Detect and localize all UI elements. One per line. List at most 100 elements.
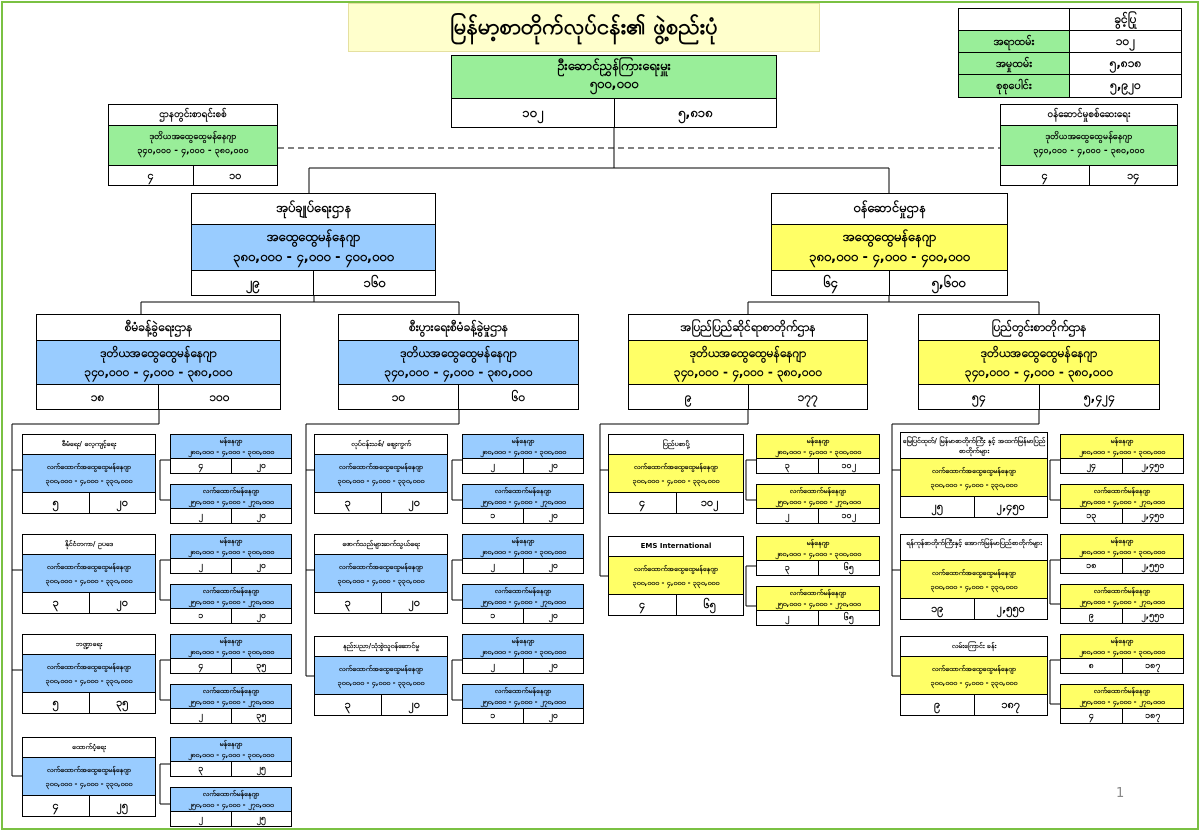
box-rank: လက်ထောက်အထွေထွေမန်နေဂျာ၃၀၀,၀၀၀ - ၄,၀၀၀ -…: [901, 459, 1047, 497]
box-rank: လက်ထောက်မန်နေဂျာ၂၅၀,၀၀၀ - ၄,၀၀၀ - ၂၇၀,၀၀…: [463, 585, 583, 609]
staff-count: ၂,၅၅၀: [1121, 559, 1184, 573]
staff-count: ၁၀: [192, 166, 278, 185]
box-rank: မန်နေဂျာ၂၈၀,၀၀၀ - ၄,၀၀၀ - ၃၀၀,၀၀၀: [171, 535, 291, 559]
box-rank: မန်နေဂျာ၂၈၀,၀၀၀ - ၄,၀၀၀ - ၃၀၀,၀၀၀: [463, 635, 583, 659]
box-title: ဝန်ဆောင်မှုဌာန: [772, 194, 1007, 225]
officer-count: ၅: [52, 696, 59, 709]
service-inspection-box: ဝန်ဆောင်မှုစစ်ဆေးရေး ဒုတိယအထွေထွေမန်နေဂျ…: [1000, 104, 1178, 186]
box-counts: ၁၈ ၂,၅၅၀: [1061, 559, 1184, 573]
box-rank: မန်နေဂျာ၂၈၀,၀၀၀ - ၄,၀၀၀ - ၃၀၀,၀၀၀: [171, 738, 291, 762]
box-salary: ၃၄၀,၀၀၀ - ၄,၀၀၀ - ၃၈၀,၀၀၀: [384, 365, 533, 379]
officer-count: ၄: [639, 496, 646, 509]
box-salary: ၃၀၀,၀၀၀ - ၄,၀၀၀ - ၃၃၀,၀၀၀: [632, 477, 720, 485]
staff-count: ၅,၄၂၄: [1038, 385, 1160, 409]
box-rank-title: လက်ထောက်မန်နေဂျာ: [202, 687, 260, 695]
box-salary: ၃၀၀,၀၀၀ - ၄,၀၀၀ - ၃၃၀,၀၀၀: [337, 577, 425, 585]
box-rank-title: လက်ထောက်မန်နေဂျာ: [202, 790, 260, 798]
box-rank-title: ဒုတိယအထွေထွေမန်နေဂျာ: [1045, 132, 1133, 142]
box-rank: မန်နေဂျာ၂၈၀,၀၀၀ - ၄,၀၀၀ - ၃၀၀,၀၀၀: [757, 435, 879, 459]
staff-count: ၅,၈၁၈: [613, 99, 777, 127]
box-salary: ၃၈၀,၀၀၀ - ၄,၀၀၀ - ၄၀၀,၀၀၀: [809, 250, 970, 265]
box-salary: ၃၄၀,၀၀၀ - ၄,၀၀၀ - ၃၈၀,၀၀၀: [673, 365, 823, 379]
head-office-box: ဦးဆောင်ညွှန်ကြားရေးမှူး ၅၀၀,၀၀၀ ၁၀၂ ၅,၈၁…: [451, 55, 777, 128]
head-office-header: ဦးဆောင်ညွှန်ကြားရေးမှူး ၅၀၀,၀၀၀: [452, 56, 776, 99]
box-rank-title: လက်ထောက်မန်နေဂျာ: [494, 487, 552, 495]
box-counts: ၁၀ ၆၀: [339, 385, 578, 409]
box-salary: ၂၈၀,၀၀၀ - ၄,၀၀၀ - ၃၀၀,၀၀၀: [774, 550, 862, 558]
staff-count: ၁၀၂: [817, 509, 880, 523]
staff-count: ၆၅: [675, 595, 744, 615]
box-counts: ၉ ၁၈၇: [901, 695, 1048, 715]
division-box: အပြည်ပြည်ဆိုင်ရာစာတိုက်ဌာန ဒုတိယအထွေထွေမ…: [628, 314, 868, 410]
box-salary: ၂၅၀,၀၀၀ - ၄,၀၀၀ - ၂၇၀,၀၀၀: [1079, 598, 1165, 606]
box-rank: မန်နေဂျာ၂၈၀,၀၀၀ - ၄,၀၀၀ - ၃၀၀,၀၀၀: [1061, 535, 1183, 559]
box-counts: ၃၆၅: [757, 561, 879, 575]
box-counts: ၂၂၀: [463, 659, 583, 673]
staff-count: ၁၀၀: [158, 385, 280, 409]
box-rank-title: လက်ထောက်အထွေထွေမန်နေဂျာ: [931, 569, 1017, 577]
box-rank-title: မန်နေဂျာ: [219, 740, 243, 748]
officer-count: ၁၈: [1086, 561, 1097, 571]
box-rank: မန်နေဂျာ၂၈၀,၀၀၀ - ၄,၀၀၀ - ၃၀၀,၀၀၀: [171, 635, 291, 659]
box-rank-title: မန်နေဂျာ: [1110, 437, 1134, 445]
box-rank-title: မန်နေဂျာ: [219, 437, 243, 445]
box-salary: ၂၈၀,၀၀၀ - ၄,၀၀၀ - ၃၀၀,၀၀၀: [187, 648, 275, 656]
box-counts: ၈၁၈၇: [1061, 659, 1183, 673]
box-title: ရန်ကုန်စာတိုက်ကြီးနှင့် အောက်မြန်မာပြည်စ…: [901, 535, 1047, 561]
box-title: နည်းပညာ/သုံးစွဲသူဝန်ဆောင်မှု: [315, 637, 447, 657]
division-box: စီမံခန့်ခွဲရေးဌာန ဒုတိယအထွေထွေမန်နေဂျာ ၃…: [36, 314, 281, 410]
officer-count: ၄: [198, 661, 204, 671]
box-salary: ၂၅၀,၀၀၀ - ၄,၀၀၀ - ၂၇၀,၀၀၀: [1079, 698, 1165, 706]
page-title: မြန်မာ့စာတိုက်လုပ်ငန်း၏ ဖွဲ့စည်းပုံ: [348, 3, 820, 52]
staff-count: ၁၇၇: [747, 385, 868, 409]
box-rank-title: ဒုတိယအထွေထွေမန်နေဂျာ: [100, 346, 217, 360]
box-salary: ၂၅၀,၀၀၀ - ၄,၀၀၀ - ၂၇၀,၀၀၀: [480, 598, 566, 606]
box-rank: လက်ထောက်အထွေထွေမန်နေဂျာ၃၀၀,၀၀၀ - ၄,၀၀၀ -…: [901, 657, 1047, 695]
manager-box: မန်နေဂျာ၂၈၀,၀၀၀ - ၄,၀၀၀ - ၃၀၀,၀၀၀၂၂၀: [462, 434, 584, 474]
manager-box: လက်ထောက်မန်နေဂျာ၂၅၀,၀၀၀ - ၄,၀၀၀ - ၂၇၀,၀၀…: [462, 584, 584, 624]
staff-count: ၁၈၇: [973, 695, 1048, 715]
legend-key: အမှုထမ်း: [959, 53, 1070, 74]
box-salary: ၂၅၀,၀၀၀ - ၄,၀၀၀ - ၂၇၀,၀၀၀: [775, 498, 861, 506]
box-counts: ၄၁၈၇: [1061, 709, 1183, 723]
box-rank: ဒုတိယအထွေထွေမန်နေဂျာ ၃၄၀,၀၀၀ - ၄,၀၀၀ - ၃…: [339, 341, 578, 385]
box-salary: ၃၀၀,၀၀၀ - ၄,၀၀၀ - ၃၃၀,၀၀၀: [337, 679, 425, 687]
staff-count: ၂၀: [380, 695, 448, 715]
manager-box: မန်နေဂျာ၂၈၀,၀၀၀ - ၄,၀၀၀ - ၃၀၀,၀၀၀၄၂၀: [170, 434, 292, 474]
box-salary: ၃၀၀,၀၀၀ - ၄,၀၀၀ - ၃၃၀,၀၀၀: [930, 679, 1018, 687]
officer-count: ၃: [52, 596, 59, 609]
box-rank: ဒုတိယအထွေထွေမန်နေဂျာ ၃၄၀,၀၀၀ - ၄,၀၀၀ - ၃…: [109, 126, 277, 166]
officer-count: ၉: [934, 698, 941, 711]
staff-count: ၂,၄၅၀: [973, 497, 1048, 517]
box-counts: ၁၂၀: [463, 709, 584, 723]
officer-count: ၂: [198, 711, 203, 721]
box-rank: ဒုတိယအထွေထွေမန်နေဂျာ ၃၄၀,၀၀၀ - ၄,၀၀၀ - ၃…: [37, 341, 280, 385]
box-counts: ၂၄၂,၄၅၀: [1061, 459, 1183, 473]
box-rank-title: မန်နေဂျာ: [219, 637, 243, 645]
box-counts: ၉ ၁၇၇: [629, 385, 868, 409]
box-title: EMS International: [609, 537, 743, 557]
box-rank: မန်နေဂျာ၂၈၀,၀၀၀ - ၄,၀၀၀ - ၃၀၀,၀၀၀: [463, 535, 583, 559]
box-counts: ၅၂၀: [23, 493, 155, 513]
staff-count: ၂၀: [522, 559, 584, 573]
officer-count: ၂၉: [245, 276, 260, 291]
box-salary: ၂၈၀,၀၀၀ - ၄,၀၀၀ - ၃၀၀,၀၀၀: [187, 548, 275, 556]
box-counts: ၅၃၅: [23, 693, 155, 713]
box-rank: မန်နေဂျာ၂၈၀,၀၀၀ - ၄,၀၀၀ - ၃၀၀,၀၀၀: [1061, 435, 1183, 459]
staff-count: ၂၀: [522, 709, 584, 723]
box-salary: ၂၅၀,၀၀၀ - ၄,၀၀၀ - ၂၇၀,၀၀၀: [188, 498, 274, 506]
box-salary: ၃၀၀,၀၀၀ - ၄,၀၀၀ - ၃၃၀,၀၀၀: [632, 579, 720, 587]
box-counts: ၂၁၀၂: [757, 509, 880, 523]
box-counts: ၁၉၂,၅၅၀: [901, 599, 1047, 619]
box-salary: ၃၀၀,၀၀၀ - ၄,၀၀၀ - ၃၃၀,၀၀၀: [930, 481, 1018, 489]
box-title: စီးပွားရေးစီမံခန့်ခွဲမှုဌာန: [339, 315, 578, 341]
officer-count: ၃: [784, 461, 790, 471]
legend-value: ၅,၈၁၈: [1109, 56, 1142, 70]
box-salary: ၂၈၀,၀၀၀ - ၄,၀၀၀ - ၃၀၀,၀၀၀: [1078, 448, 1166, 456]
box-rank: လက်ထောက်မန်နေဂျာ၂၅၀,၀၀၀ - ၄,၀၀၀ - ၂၇၀,၀၀…: [171, 485, 291, 509]
officer-count: ၂: [490, 561, 495, 571]
staff-count: ၂၀: [380, 493, 448, 513]
page-number: 1: [1116, 786, 1125, 801]
box-title: မြေပြင်ထုတ်/ မြန်မာစာတိုက်ကြီး နှင့် အထက…: [901, 433, 1047, 459]
unit-box: စီမံရေး/ လေ့ကျင့်ရေးလက်ထောက်အထွေထွေမန်နေ…: [22, 434, 156, 514]
